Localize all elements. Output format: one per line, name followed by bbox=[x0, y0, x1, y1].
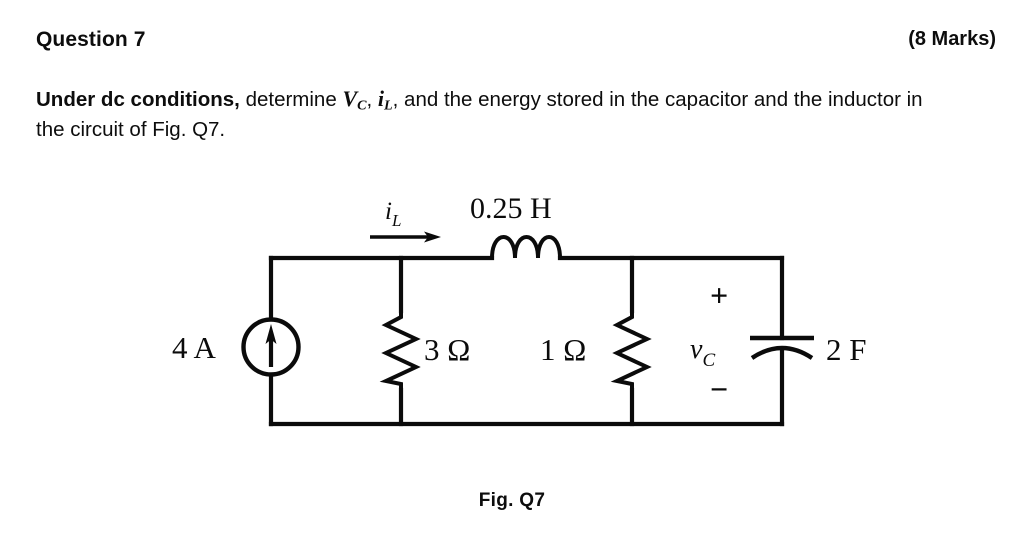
question-lead-bold: Under dc conditions, bbox=[36, 88, 240, 111]
inductor-current-label: iL bbox=[385, 198, 401, 230]
current-source-label: 4 A bbox=[172, 330, 217, 365]
page-title: Question 7 bbox=[36, 28, 146, 51]
resistor-1ohm-symbol bbox=[610, 311, 652, 390]
symbol-capacitor-voltage-subscript: C bbox=[357, 97, 367, 114]
inductor-symbol bbox=[490, 235, 562, 259]
capacitor-voltage-label: vC bbox=[690, 334, 715, 371]
inductor-current-arrow bbox=[370, 231, 441, 243]
symbol-capacitor-voltage-base: V bbox=[342, 86, 358, 111]
inductor-label: 0.25 H bbox=[470, 192, 552, 225]
inductor-current-label-base: i bbox=[385, 198, 392, 225]
question-text-part1: determine bbox=[239, 88, 343, 111]
capacitor-voltage-label-base: v bbox=[690, 334, 703, 365]
circuit-wires bbox=[268, 255, 785, 427]
current-source-arrow-head-icon bbox=[265, 324, 277, 344]
marks-badge: (8 Marks) bbox=[908, 28, 996, 50]
question-comma-1: , bbox=[366, 88, 378, 111]
capacitor-polarity-plus: + bbox=[710, 277, 728, 313]
capacitor-polarity-minus: − bbox=[710, 371, 728, 407]
capacitor-voltage-label-subscript: C bbox=[702, 350, 715, 371]
resistor-1ohm-label: 1 Ω bbox=[540, 332, 586, 367]
question-statement: Under dc conditions, determine VC, iL, a… bbox=[36, 84, 936, 145]
inductor-current-label-subscript: L bbox=[391, 211, 401, 230]
symbol-inductor-current-subscript: L bbox=[384, 97, 393, 114]
question-text-part2: , and the energy stored in the capacitor… bbox=[36, 88, 923, 141]
question-header: Question 7 (8 Marks) bbox=[36, 28, 996, 58]
symbol-inductor-current-base: i bbox=[377, 86, 385, 111]
figure-caption: Fig. Q7 bbox=[478, 490, 546, 511]
capacitor-plate-bottom-curved bbox=[750, 345, 814, 360]
symbol-inductor-current: iL bbox=[377, 86, 393, 114]
inductor-coils bbox=[490, 235, 562, 259]
inductor-current-arrow-head-icon bbox=[424, 231, 441, 243]
current-source-symbol bbox=[241, 317, 301, 377]
circuit-diagram-svg: 4 A 3 Ω 1 Ω 0.25 H iL 2 F + − vC bbox=[172, 192, 867, 427]
resistor-3ohm-label: 3 Ω bbox=[424, 332, 470, 367]
resistor-3ohm-symbol bbox=[379, 311, 421, 390]
capacitor-symbol bbox=[750, 335, 814, 360]
symbol-capacitor-voltage: VC bbox=[342, 86, 367, 114]
circuit-figure: 4 A 3 Ω 1 Ω 0.25 H iL 2 F + − vC bbox=[0, 168, 1024, 478]
capacitor-label: 2 F bbox=[826, 332, 867, 367]
